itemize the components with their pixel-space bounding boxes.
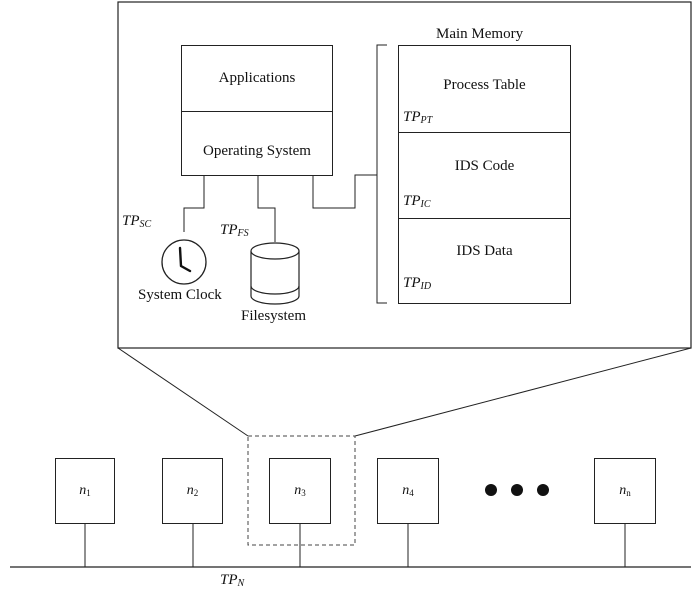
operating-system-label: Operating System [203, 143, 311, 159]
applications-label: Applications [218, 70, 296, 86]
node-label: n4 [402, 483, 414, 498]
memory-bracket [376, 44, 387, 304]
main-memory: Process Table TPPT IDS Code TPIC IDS Dat… [398, 45, 571, 304]
clock-icon [161, 239, 207, 285]
operating-system-box: Operating System [181, 111, 333, 176]
selected-node-outline [247, 435, 356, 546]
network-node-n: nn [594, 458, 656, 524]
filesystem-icon [250, 242, 300, 305]
node-detail-frame [117, 1, 692, 349]
memory-section-label: IDS Data [456, 243, 513, 259]
node-label: n1 [79, 483, 91, 498]
network-node-4: n4 [377, 458, 439, 524]
node-label: n2 [186, 483, 199, 498]
network-node-3: n3 [269, 458, 331, 524]
system-clock-label: System Clock [138, 287, 222, 303]
node-label: nn [619, 483, 631, 498]
applications-box: Applications [181, 45, 333, 112]
zoom-line-left [117, 347, 249, 437]
tp-label-filesystem: TPFS [220, 222, 249, 239]
network-node-1: n1 [55, 458, 115, 524]
os-to-memory-connector [312, 174, 377, 209]
tp-label: TPID [403, 275, 432, 292]
main-memory-title: Main Memory [436, 26, 524, 42]
tp-label: TPIC [403, 193, 431, 210]
network-node-2: n2 [162, 458, 223, 524]
filesystem-label: Filesystem [241, 308, 307, 324]
zoom-line-right [354, 347, 692, 437]
memory-section-label: IDS Code [454, 158, 515, 174]
node-label: n3 [294, 483, 306, 498]
os-to-filesystem-connector [257, 175, 276, 242]
memory-section-label: Process Table [443, 77, 526, 93]
memory-section-ids-data: IDS Data TPID [398, 218, 571, 304]
tp-label: TPPT [403, 109, 433, 126]
ellipsis-dots [485, 484, 549, 496]
memory-section-ids-code: IDS Code TPIC [398, 132, 571, 219]
tp-label-clock: TPSC [122, 213, 152, 230]
memory-section-process-table: Process Table TPPT [398, 45, 571, 133]
tp-label-network: TPN [220, 572, 245, 589]
os-to-clock-connector [183, 175, 205, 232]
